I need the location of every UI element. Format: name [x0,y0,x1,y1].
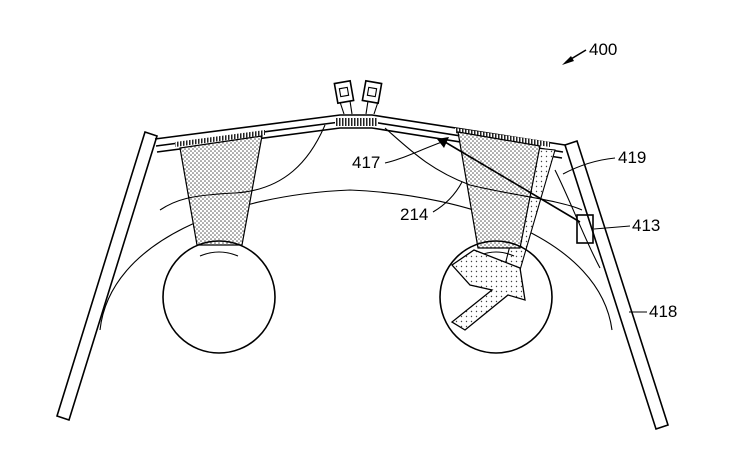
figure-number-arrowhead [562,56,574,65]
left-display-strip [175,130,265,147]
leader-417 [384,141,443,164]
left-eye [162,240,276,354]
eye-icon [162,240,276,354]
gaze-direction-arrow [450,249,526,331]
left-temple-arm [56,130,158,422]
right-temple-arm [563,139,670,431]
right-display-strip [455,128,550,147]
light-ray-419 [554,169,601,269]
head-outline [99,189,613,331]
leader-214 [432,181,463,213]
tracker-ray [444,141,581,223]
left-cable [159,124,326,211]
eye-icon [439,240,553,354]
right-cable [384,127,583,211]
camera-icon [333,79,383,115]
label-413: 413 [632,216,660,235]
label-419: 419 [618,148,646,167]
left-projection-cone [179,135,263,246]
label-417: 417 [352,153,380,172]
leader-419 [562,157,616,175]
tracker-ray-arrowhead [437,137,449,148]
label-418: 418 [649,302,677,321]
eye-tracker-box [576,214,594,244]
figure-number-callout: 400 [562,40,617,65]
label-214: 214 [400,205,428,224]
bridge-strip [335,118,378,126]
figure-number-label: 400 [589,40,617,59]
leader-413 [593,225,631,230]
